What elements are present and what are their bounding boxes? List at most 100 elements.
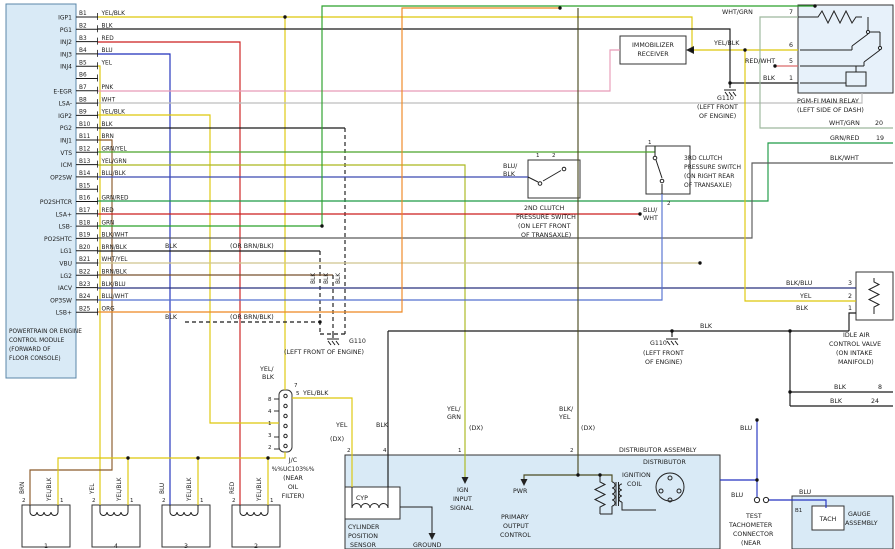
- pin-id-label: B12: [79, 147, 91, 153]
- label--dx: (DX): [330, 436, 344, 443]
- label-1: 1: [130, 498, 134, 504]
- label-blk: BLK: [311, 273, 317, 284]
- junction-dot: [558, 6, 562, 10]
- pin-color-label: PNK: [102, 85, 114, 91]
- label-gauge: GAUGE: [848, 511, 871, 518]
- label--dx: (DX): [469, 425, 483, 432]
- label-blk: BLK: [763, 75, 776, 82]
- label-7: 7: [789, 9, 793, 16]
- pin-name-label: PO2SHTC: [44, 236, 72, 243]
- label-1: 1: [200, 498, 204, 504]
- ground-g110-mid: [327, 338, 340, 346]
- pin-color-label: RED: [102, 208, 115, 214]
- jc-connector-symbol: [283, 393, 288, 449]
- label--or-brn-blk: (OR BRN/BLK): [230, 314, 274, 321]
- label-ground: GROUND: [413, 542, 442, 549]
- label-yel: YEL/: [259, 366, 274, 373]
- pin-name-label: OP3SW: [50, 297, 72, 304]
- pin-name-label: LSB+: [56, 310, 72, 317]
- label-grn-red: GRN/RED: [830, 135, 859, 142]
- label-2: 2: [268, 445, 272, 451]
- pin-name-label: ICM: [61, 162, 72, 169]
- pin-name-label: IGP2: [58, 113, 72, 120]
- junction-dots: [126, 4, 817, 482]
- junction-dot: [788, 329, 792, 333]
- label-yel-blk: YEL/BLK: [302, 390, 329, 397]
- label-blu: BLU: [731, 492, 744, 499]
- label-blu: BLU/: [503, 163, 518, 170]
- injector-symbol-4: [239, 505, 269, 516]
- junction-dot: [576, 473, 580, 477]
- label-blu: BLU: [740, 425, 753, 432]
- label-distributor: DISTRIBUTOR: [643, 459, 687, 466]
- label-blk: BLK: [376, 422, 389, 429]
- label-blk: BLK: [336, 273, 342, 284]
- label-1: 1: [458, 448, 462, 454]
- junction-dot: [320, 224, 324, 228]
- label-filter: FILTER): [282, 493, 305, 500]
- jc-connector-box: [278, 389, 293, 453]
- junction-dot: [283, 15, 287, 19]
- label-8: 8: [268, 397, 272, 403]
- junction-dot: [690, 48, 694, 52]
- label-2: 2: [162, 498, 166, 504]
- label-test: TEST: [745, 513, 762, 520]
- label-3: 3: [184, 543, 188, 549]
- label-tach: TACH: [819, 516, 837, 523]
- pin-name-label: INJ2: [60, 39, 72, 46]
- tach-test-connector-symbol: [753, 496, 770, 504]
- pin-color-label: BRN/BLK: [102, 270, 128, 276]
- label--left-front: (LEFT FRONT: [697, 104, 738, 111]
- label-yel: YEL: [335, 422, 348, 429]
- label-position: POSITION: [348, 533, 378, 540]
- label-5: 5: [296, 391, 300, 397]
- label-distributor-assembly: DISTRIBUTOR ASSEMBLY: [619, 447, 697, 454]
- label-4: 4: [114, 543, 118, 549]
- label-output: OUTPUT: [503, 523, 529, 530]
- wire-whtgrn-relay: [759, 16, 893, 129]
- tach-box: [811, 505, 845, 531]
- wire-b1-yelblk: [98, 16, 798, 51]
- label-floor-console: FLOOR CONSOLE): [9, 356, 61, 362]
- wire-b19-blkwht: [98, 162, 893, 239]
- label-yel-blk: YEL/BLK: [713, 40, 740, 47]
- label-of-engine: OF ENGINE): [645, 359, 682, 366]
- pin-id-label: B10: [79, 122, 91, 128]
- wire-b7-pnk: [98, 49, 620, 92]
- label-control: CONTROL: [500, 532, 531, 539]
- pin-name-label: LSB-: [59, 224, 72, 231]
- label-blu: BLU: [799, 489, 812, 496]
- label-2: 2: [552, 153, 556, 159]
- pin-id-label: B16: [79, 196, 91, 202]
- clutch2-switch-symbol: [527, 166, 567, 186]
- label--uc103: %%UC103%%: [272, 466, 315, 473]
- label-2: 2: [232, 498, 236, 504]
- label-1: 1: [648, 140, 652, 146]
- wire-b25-org: [98, 7, 560, 313]
- wire-b4-blu: [98, 53, 171, 505]
- label--left-front-of-engine: (LEFT FRONT OF ENGINE): [284, 349, 364, 356]
- label-2: 2: [254, 543, 258, 549]
- label-cyp: CYP: [356, 495, 368, 502]
- label-input: INPUT: [453, 496, 472, 503]
- label--or-brn-blk: (OR BRN/BLK): [230, 243, 274, 250]
- label-4: 4: [383, 448, 387, 454]
- label-7: 7: [294, 383, 298, 389]
- pin-color-label: WHT/YEL: [102, 257, 129, 263]
- ground-symbols: [327, 89, 737, 346]
- label-blk: BLK: [796, 305, 809, 312]
- label-brn: BRN: [20, 482, 26, 494]
- label-g110: G110: [349, 338, 366, 345]
- pin-color-label: YEL: [101, 60, 113, 66]
- pin-id-label: B8: [79, 97, 87, 103]
- label-signal: SIGNAL: [450, 505, 474, 512]
- pin-id-label: B7: [79, 85, 87, 91]
- label-2: 2: [848, 293, 852, 300]
